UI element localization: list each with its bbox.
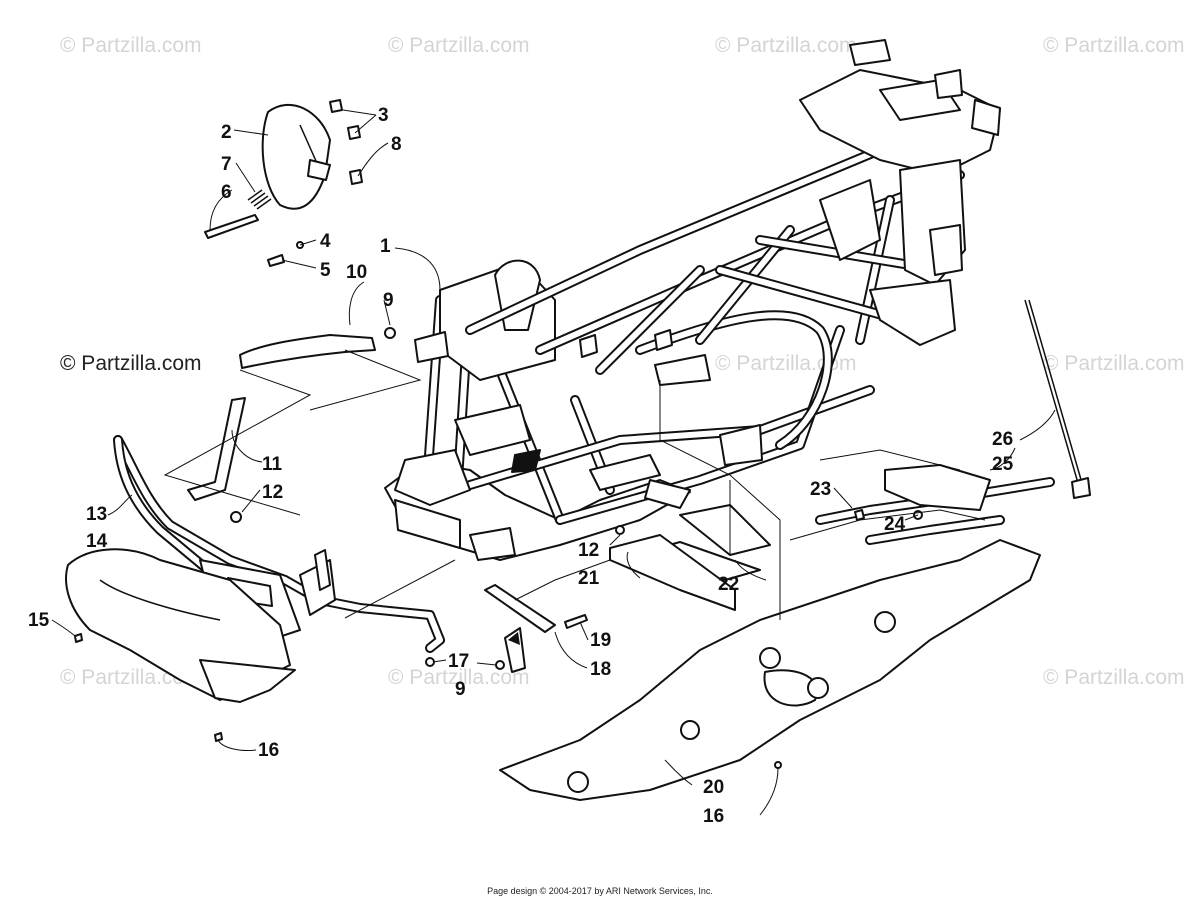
callout-21: 21 (578, 568, 600, 589)
callout-13: 13 (86, 504, 107, 525)
watermark-left-main: © Partzilla.com (60, 352, 202, 375)
callout-2: 2 (221, 122, 232, 143)
callout-5: 5 (320, 260, 331, 281)
watermark-top-2: © Partzilla.com (388, 34, 530, 57)
callout-15: 15 (28, 610, 50, 631)
watermark-bottom-2: © Partzilla.com (388, 666, 530, 689)
callout-25: 25 (992, 454, 1014, 475)
callout-18: 18 (590, 659, 611, 680)
callout-10: 10 (346, 262, 367, 283)
front-fascia[interactable] (65, 548, 296, 742)
callout-1: 1 (380, 236, 391, 257)
center-bracket[interactable] (425, 584, 588, 673)
watermark-bottom-4: © Partzilla.com (1043, 666, 1185, 689)
rear-sub-frame[interactable] (815, 299, 1091, 545)
watermark-top-1: © Partzilla.com (60, 34, 202, 57)
callout-4: 4 (320, 231, 331, 252)
watermark-mid-right-2: © Partzilla.com (1043, 352, 1185, 375)
headlight-assembly[interactable] (204, 99, 363, 267)
callout-19: 19 (590, 630, 611, 651)
callout-numbers: 2 3 8 7 6 4 5 1 10 9 11 12 13 14 15 16 1… (28, 105, 1014, 827)
callout-9-lower: 9 (455, 679, 466, 700)
main-frame[interactable] (384, 39, 1001, 561)
callout-14: 14 (86, 531, 108, 552)
skid-plate[interactable] (499, 539, 1041, 801)
callout-24: 24 (884, 514, 906, 535)
callout-3: 3 (378, 105, 389, 126)
callout-6: 6 (221, 182, 232, 203)
callout-20: 20 (703, 777, 724, 798)
callout-16-right: 16 (703, 806, 724, 827)
bumper-brace[interactable] (187, 397, 246, 523)
callout-17: 17 (448, 651, 469, 672)
callout-22: 22 (718, 574, 739, 595)
watermark-top-4: © Partzilla.com (1043, 34, 1185, 57)
watermark-top-3: © Partzilla.com (715, 34, 857, 57)
callout-11: 11 (262, 454, 283, 475)
callout-23: 23 (810, 479, 831, 500)
callout-26: 26 (992, 429, 1013, 450)
callout-8: 8 (391, 134, 402, 155)
callout-16-left: 16 (258, 740, 279, 761)
headlight-bracket[interactable] (239, 327, 396, 369)
callout-12-left: 12 (262, 482, 283, 503)
callout-12-center: 12 (578, 540, 599, 561)
callout-7: 7 (221, 154, 232, 175)
callout-9-upper: 9 (383, 290, 394, 311)
page-footer: Page design © 2004-2017 by ARI Network S… (487, 886, 713, 896)
leader-lines (51, 109, 1056, 816)
